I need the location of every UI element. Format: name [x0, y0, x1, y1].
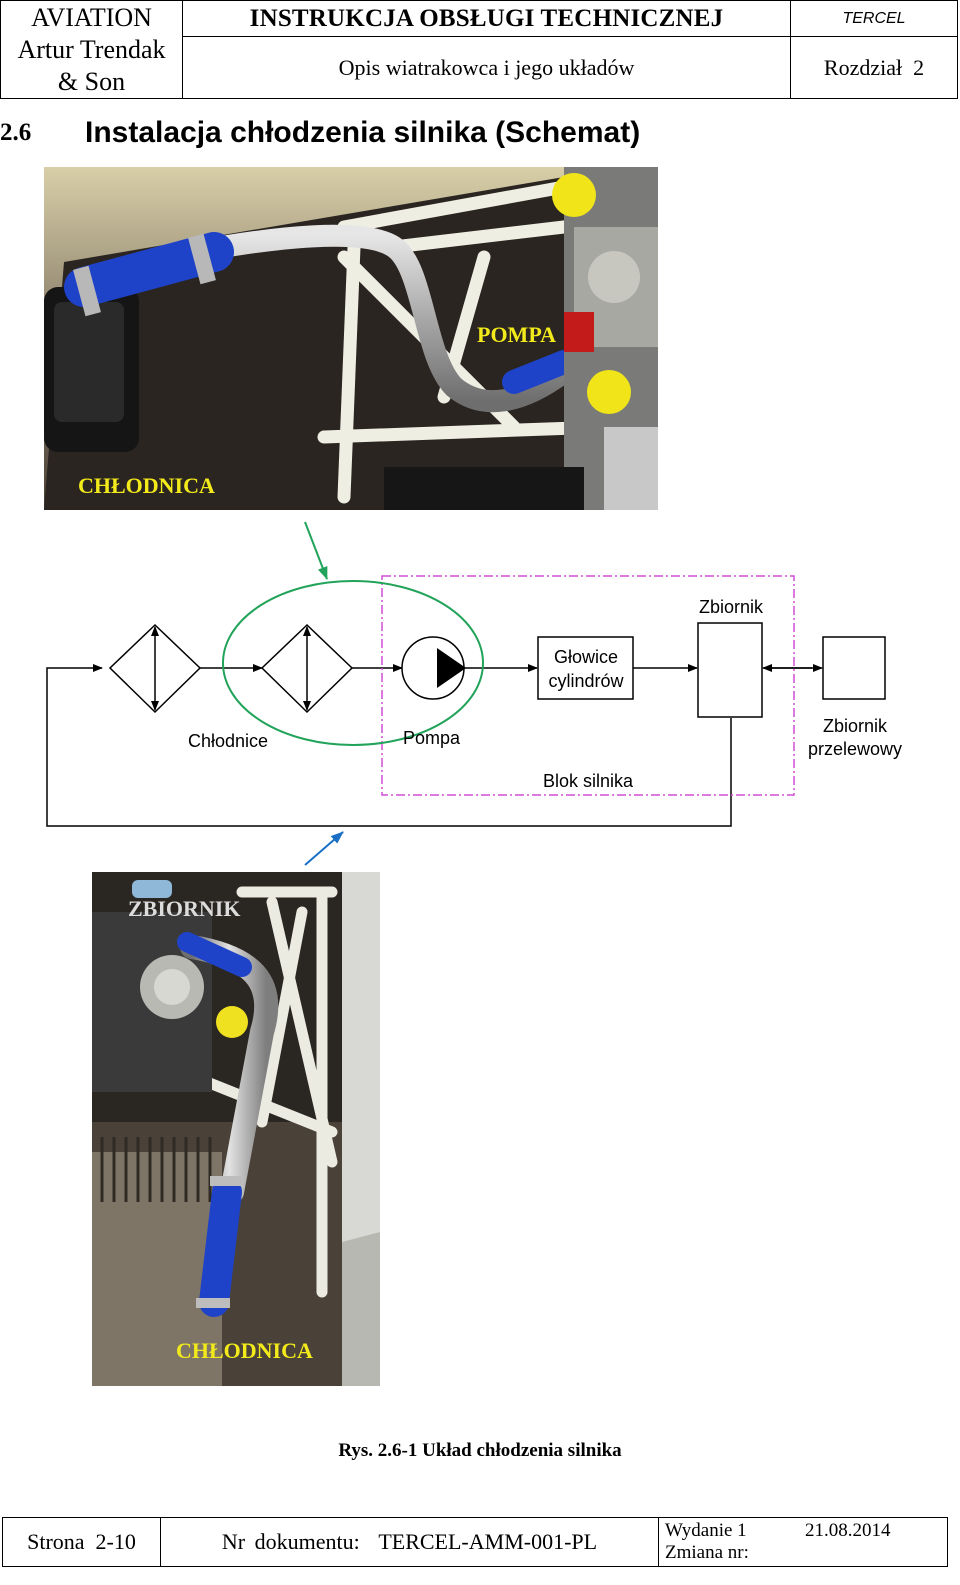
manual-subtitle: Opis wiatrakowca i jego układów — [338, 54, 635, 80]
page-header: AVIATION Artur Trendak & Son INSTRUKCJA … — [0, 0, 958, 99]
label-overflow-tank-2: przelewowy — [808, 739, 902, 759]
company-line-3: & Son — [57, 66, 126, 96]
pump-symbol — [401, 636, 466, 700]
engine-block-frame — [381, 575, 795, 796]
overflow-tank-box — [822, 636, 886, 700]
photo-label-radiator-bottom: CHŁODNICA — [176, 1338, 313, 1363]
chapter-label: Rozdział 2 — [823, 54, 925, 80]
label-engine-block: Blok silnika — [543, 771, 634, 791]
title-block: INSTRUKCJA OBSŁUGI TECHNICZNEJ Opis wiat… — [183, 1, 791, 98]
photo-engine-bay-top: POMPA CHŁODNICA — [44, 167, 658, 510]
page-number: Strona 2-10 — [27, 1529, 136, 1554]
company-block: AVIATION Artur Trendak & Son — [1, 1, 183, 98]
blue-pointer-arrow — [304, 831, 344, 866]
return-line — [46, 664, 732, 827]
label-cylinder-heads-1: Głowice — [554, 647, 618, 667]
edition-date: 21.08.2014 — [805, 1520, 891, 1541]
photo-label-radiator-top: CHŁODNICA — [78, 473, 215, 498]
label-overflow-tank-1: Zbiornik — [823, 716, 888, 736]
figure-caption: Rys. 2.6-1 Układ chłodzenia silnika — [338, 1440, 622, 1461]
company-line-1: AVIATION — [31, 2, 152, 32]
highlight-ellipse — [222, 580, 484, 746]
edition-block: Wydanie 1 21.08.2014 Zmiana nr: — [659, 1518, 947, 1566]
green-pointer-arrow — [304, 521, 328, 580]
label-cylinder-heads-2: cylindrów — [548, 671, 624, 691]
edition-label: Wydanie 1 — [665, 1520, 747, 1541]
manual-title: INSTRUKCJA OBSŁUGI TECHNICZNEJ — [249, 4, 724, 32]
document-number: Nr dokumentu: TERCEL-AMM-001-PL — [221, 1529, 598, 1554]
label-tank: Zbiornik — [699, 597, 764, 617]
cylinder-heads-box — [537, 636, 634, 700]
radiator-2-symbol — [260, 623, 354, 714]
photo-label-tank: ZBIORNIK — [128, 896, 241, 921]
model-block: TERCEL Rozdział 2 — [791, 1, 957, 98]
section-title: Instalacja chłodzenia silnika (Schemat) — [85, 116, 641, 149]
cooling-schematic: Chłodnice Pompa Głowice cylindrów Zbiorn… — [46, 521, 902, 866]
photo-label-pump: POMPA — [477, 322, 557, 347]
photo-engine-bay-top-illustration — [44, 167, 658, 510]
change-label: Zmiana nr: — [665, 1542, 749, 1563]
photo-engine-bay-bottom-illustration — [92, 872, 380, 1386]
section-number: 2.6 — [0, 119, 32, 146]
photo-engine-bay-bottom: ZBIORNIK CHŁODNICA — [92, 872, 380, 1386]
model-name: TERCEL — [842, 9, 906, 27]
label-pump: Pompa — [403, 728, 461, 748]
page-footer: Strona 2-10 Nr dokumentu: TERCEL-AMM-001… — [2, 1517, 948, 1567]
label-radiators: Chłodnice — [188, 731, 268, 751]
radiator-1-symbol — [108, 623, 202, 714]
company-line-2: Artur Trendak — [17, 34, 166, 64]
tank-box — [697, 622, 763, 718]
